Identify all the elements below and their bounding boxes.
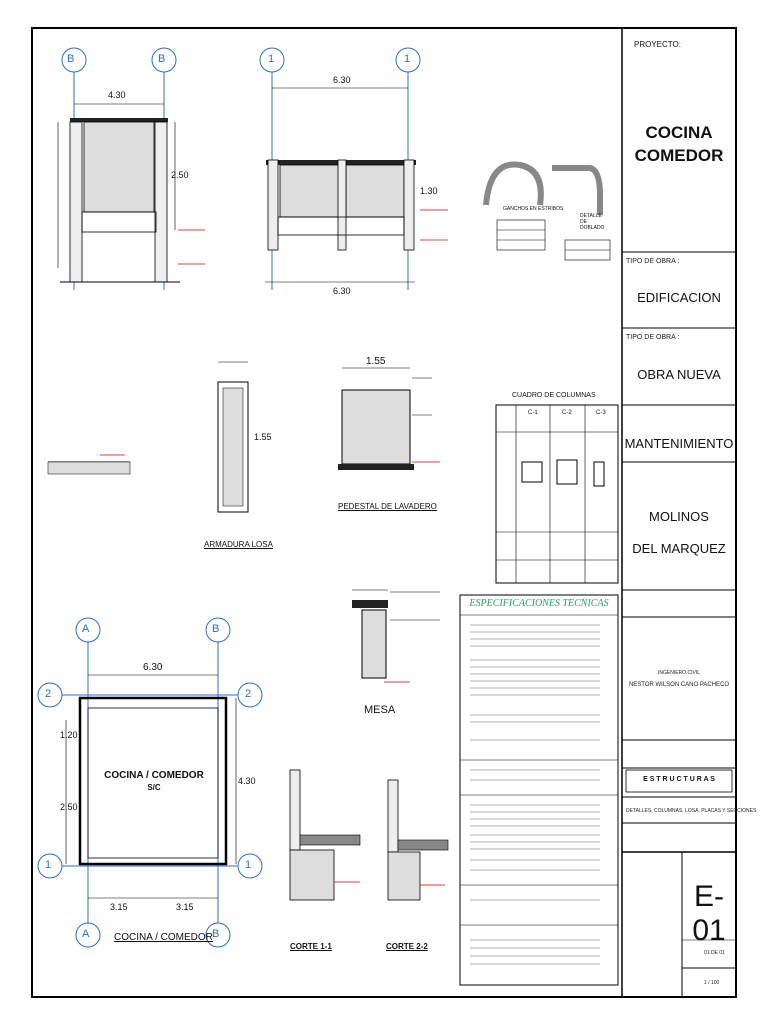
dim-elev-1-height: 1.30 [420,186,438,196]
column-c2: C-2 [562,410,572,416]
axis-label-b-left: B [67,53,75,65]
plan-room-subtitle: S/C [147,783,161,792]
axis-label-b-right: B [158,53,166,65]
floor-plan [37,617,263,948]
middle-details [47,361,440,513]
plan-room-name: COCINA / COMEDOR [104,770,204,781]
dim-plan-width: 6.30 [143,662,163,673]
specifications-box [459,594,619,986]
dim-plan-bottom-left: 3.15 [110,902,128,912]
dim-plan-bottom-right: 3.15 [176,902,194,912]
hooks-label: GANCHOS EN ESTRIBOS [503,206,564,212]
axis-label-1-right: 1 [404,53,411,65]
work-type-label-1: TIPO DE OBRA : [626,258,680,265]
location-line1: MOLINOS [649,509,709,524]
dim-elev-b-height: 2.50 [171,170,189,180]
elevation-b [57,47,205,290]
plan-axis-1-left: 1 [45,859,52,871]
armadura-label: ARMADURA LOSA [204,540,273,549]
mesa-detail [352,589,440,683]
column-c3: C-3 [596,410,606,416]
plan-label: COCINA / COMEDOR [114,932,213,943]
work-type-value-1: EDIFICACION [637,290,721,305]
work-type-value-2: OBRA NUEVA [637,367,721,382]
sheet-scale: 1 / 100 [704,980,720,986]
corte-2-label: CORTE 2-2 [386,942,428,951]
elevation-1 [259,47,448,290]
engineer-name: NESTOR WILSON CANO PACHECO [628,682,730,688]
sheet-count: 01 DE 01 [704,950,725,956]
dim-elev-1-width-bottom: 6.30 [333,286,351,296]
columns-table [495,404,619,584]
plan-axis-b-top: B [212,623,220,635]
section-cuts [289,769,449,901]
corte-1-label: CORTE 1-1 [290,942,332,951]
location-line2: DEL MARQUEZ [632,541,726,556]
dim-elev-b-width: 4.30 [108,90,126,100]
dim-plan-left: 2.50 [60,802,78,812]
plan-axis-2-left: 2 [45,688,52,700]
columns-table-title: CUADRO DE COLUMNAS [512,392,596,399]
column-c1: C-1 [528,410,538,416]
dim-elev-1-width-top: 6.30 [333,75,351,85]
dim-armadura-height: 1.55 [254,432,272,442]
plan-description: DETALLES, COLUMNAS, LOSA, PLACAS Y SECCI… [626,808,757,814]
engineer-title: INGENIERO CIVIL [658,670,700,676]
sheet-code: E-01 [692,880,726,947]
dim-pedestal-width: 1.55 [366,356,386,367]
plan-axis-b-bottom: B [212,928,220,940]
project-name-line1: COCINA [645,123,713,142]
project-name-line2: COMEDOR [634,146,724,165]
project-label: PROYECTO: [634,40,681,49]
work-type-label-2: TIPO DE OBRA : [626,334,680,341]
pedestal-label: PEDESTAL DE LAVADERO [338,502,437,511]
specifications-title: ESPECIFICACIONES TECNICAS [469,598,609,609]
hooks-detail [483,161,611,261]
work-category: MANTENIMIENTO [624,436,734,451]
axis-label-1-left: 1 [268,53,275,65]
plan-axis-a-bottom: A [82,928,90,940]
mesa-label: MESA [364,704,396,716]
plan-axis-a-top: A [82,623,90,635]
dim-plan-top-left: 1.20 [60,730,78,740]
plan-axis-1-right: 1 [245,859,252,871]
bending-label: DETALLE DE DOBLADO [580,213,605,231]
plan-axis-2-right: 2 [245,688,252,700]
specialty: E S T R U C T U R A S [643,776,715,783]
dim-plan-right: 4.30 [238,776,256,786]
